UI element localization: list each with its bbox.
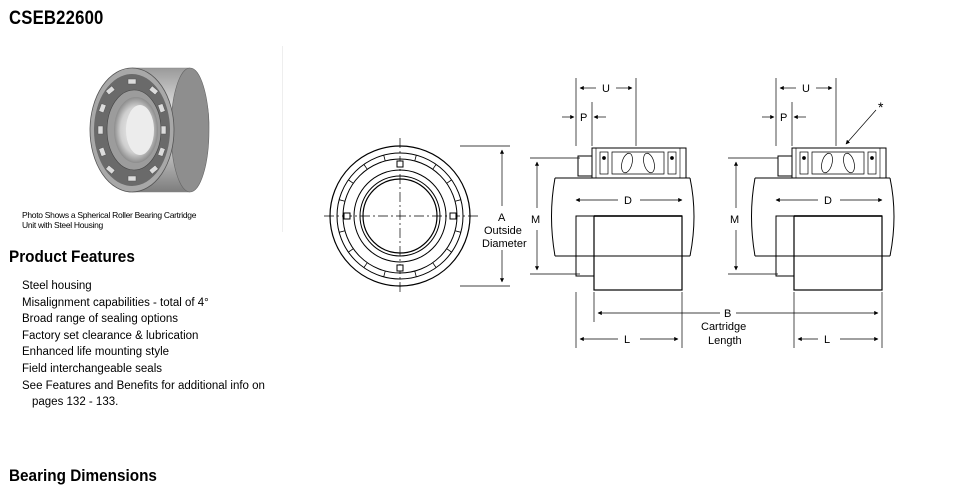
product-photo (14, 46, 283, 232)
dimension-label-outside: Outside (484, 225, 522, 237)
feature-item: Steel housing (22, 280, 92, 292)
dimension-label-u-1: U (602, 83, 610, 95)
photo-caption-line-1: Photo Shows a Spherical Roller Bearing C… (22, 210, 197, 220)
dimension-label-l-1: L (624, 334, 630, 346)
dimension-label-m-2: M (730, 214, 739, 226)
feature-item-text: See Features and Benefits for additional… (22, 379, 265, 392)
dimension-label-d-2: D (824, 195, 832, 207)
page-title: CSEB22600 (9, 8, 104, 29)
bearing-dimensions-heading: Bearing Dimensions (9, 466, 157, 485)
feature-item: Broad range of sealing options (22, 313, 178, 326)
dimension-label-d-1: D (624, 195, 632, 207)
photo-caption-line-2: Unit with Steel Housing (22, 220, 103, 230)
product-features-list: Steel housing Misalignment capabilities … (22, 278, 272, 411)
dimension-label-p-2: P (780, 112, 787, 124)
end-view-drawing (324, 138, 510, 294)
feature-item: Factory set clearance & lubrication (22, 329, 199, 342)
dimension-label-star: * (878, 99, 884, 115)
feature-item: Enhanced life mounting style (22, 346, 170, 359)
dimension-label-p-1: P (580, 112, 587, 124)
bearing-photo-image (89, 67, 210, 193)
side-view-2-drawing (728, 78, 895, 348)
dimension-label-b: B (724, 308, 731, 320)
product-features-heading: Product Features (9, 247, 135, 266)
dimension-label-a: A (498, 212, 506, 224)
feature-item: Misalignment capabilities - total of 4° (22, 296, 209, 309)
side-view-1-drawing (530, 78, 695, 348)
dimension-label-l-2: L (824, 334, 830, 346)
feature-item-with-continuation: See Features and Benefits for additional… (22, 378, 272, 411)
photo-caption: Photo Shows a Spherical Roller Bearing C… (22, 210, 222, 230)
dimension-label-length: Length (708, 335, 742, 347)
dimension-label-diameter: Diameter (482, 238, 527, 250)
dimension-diagram: A Outside Diameter (324, 78, 895, 348)
dimension-label-u-2: U (802, 83, 810, 95)
cartridge-length-dimension (593, 292, 883, 322)
feature-item: Field interchangeable seals (22, 362, 163, 375)
dimension-label-cartridge: Cartridge (701, 321, 746, 333)
dimension-label-m-1: M (531, 214, 540, 226)
feature-item-continuation: pages 132 - 133. (32, 396, 119, 409)
